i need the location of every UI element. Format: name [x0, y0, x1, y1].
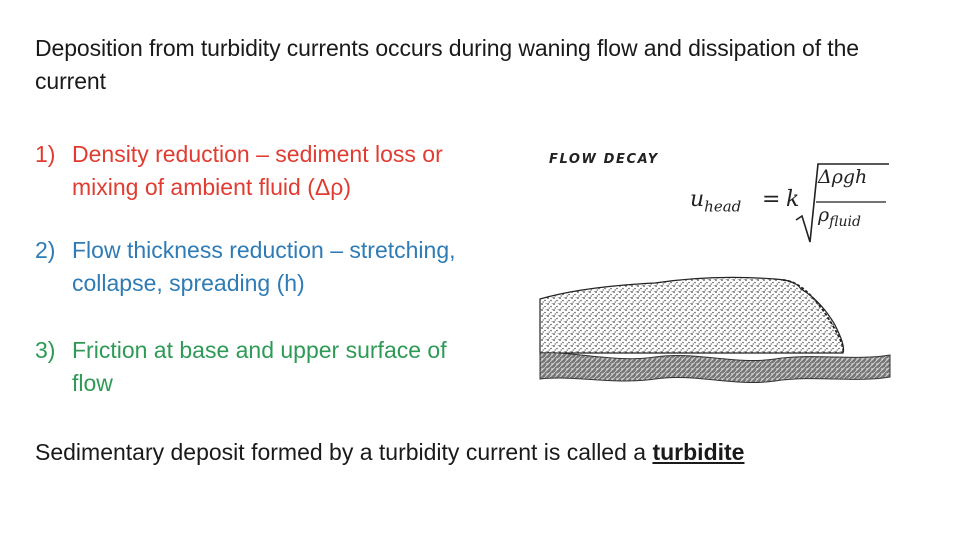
equation-k: k	[786, 187, 800, 212]
current-body	[539, 276, 845, 354]
flow-decay-figure: FLOW DECAY uhead = k Δρgh ρfluid	[535, 142, 895, 392]
equation-denominator: ρfluid	[818, 204, 861, 230]
list-item-number: 1)	[35, 141, 56, 167]
list-item-text: Density reduction – sediment loss or mix…	[72, 141, 443, 200]
closing-text: Sedimentary deposit formed by a turbidit…	[35, 439, 653, 465]
turbidite-keyword: turbidite	[652, 439, 745, 465]
list-item-text: Friction at base and upper surface of fl…	[72, 337, 447, 396]
closing-sentence: Sedimentary deposit formed by a turbidit…	[35, 436, 935, 469]
equation-numerator: Δρgh	[818, 166, 868, 188]
current-head-edge	[782, 279, 845, 354]
figure-title: FLOW DECAY	[549, 152, 659, 167]
intro-text: Deposition from turbidity currents occur…	[35, 35, 859, 94]
equation-equals: =	[762, 187, 781, 212]
list-item-number: 2)	[35, 237, 56, 263]
equation-lhs: uhead	[690, 187, 742, 216]
head-velocity-equation: uhead = k Δρgh ρfluid	[690, 162, 890, 247]
turbidity-current-diagram	[539, 276, 891, 384]
bed-surface	[539, 352, 891, 384]
square-root-sign	[795, 163, 889, 243]
list-item-text: Flow thickness reduction – stretching, c…	[72, 237, 456, 296]
list-item-number: 3)	[35, 337, 56, 363]
